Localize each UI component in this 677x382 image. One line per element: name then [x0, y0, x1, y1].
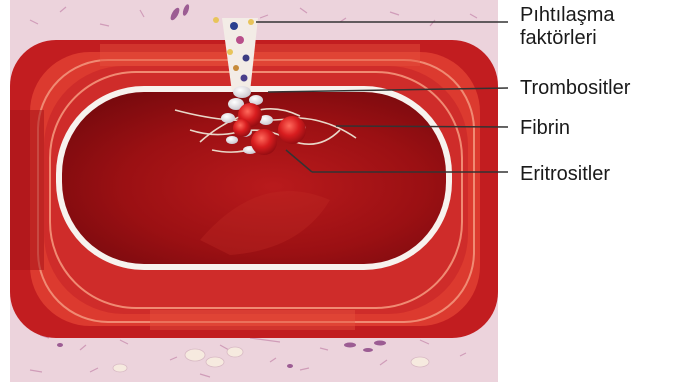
label-clotting-factors: Pıhtılaşma faktörleri	[520, 4, 614, 50]
wall-cut-left	[10, 110, 44, 270]
label-erythrocytes: Eritrositler	[520, 163, 610, 186]
label-platelets: Trombositler	[520, 77, 630, 100]
wall-cut-top	[100, 44, 420, 66]
label-clotting-factors-line2: faktörleri	[520, 27, 614, 50]
label-fibrin: Fibrin	[520, 117, 570, 140]
leader-line-fibrin	[336, 126, 508, 127]
label-clotting-factors-line1: Pıhtılaşma	[520, 4, 614, 27]
wall-cut-bottom	[150, 310, 355, 330]
